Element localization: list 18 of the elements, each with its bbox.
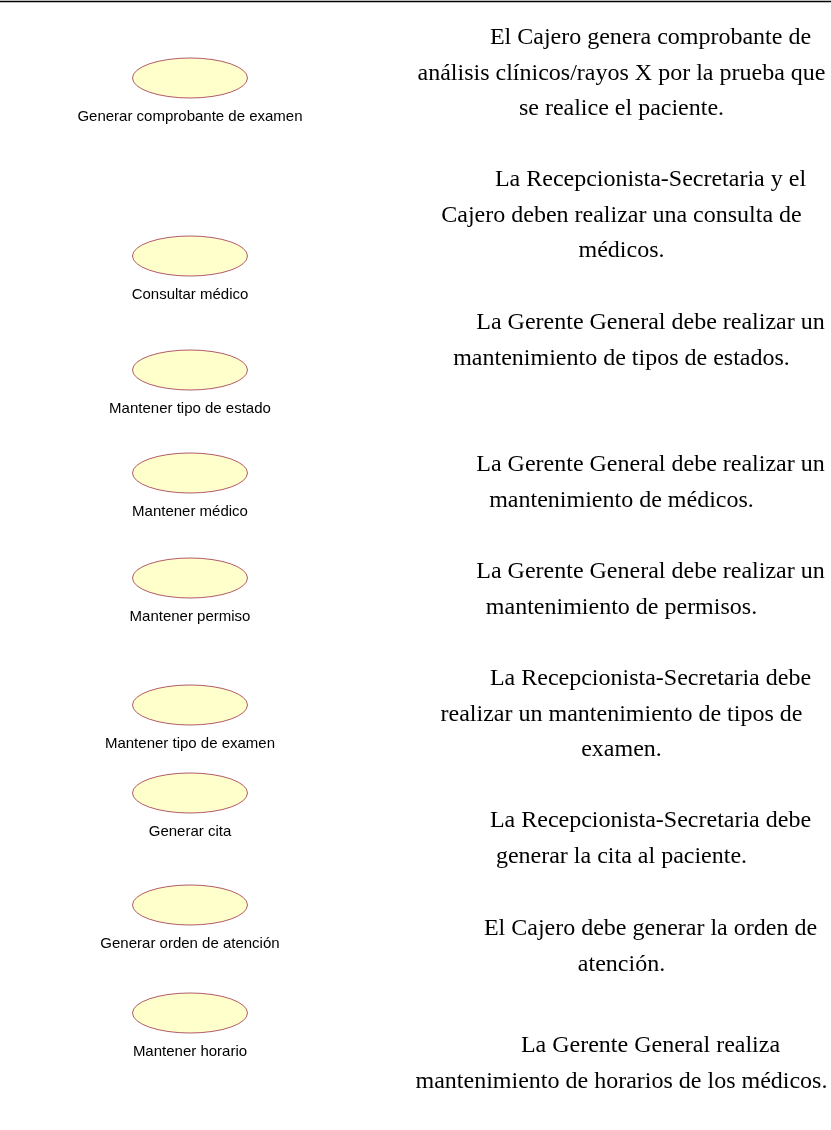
description-text: La Gerente General debe realizar un mantenimiento de médicos. bbox=[475, 449, 826, 514]
description-text: La Recepcionista-Secretaria y el Cajero deben realizar una consulta de médicos. bbox=[440, 164, 808, 264]
description-text: El Cajero debe generar la orden de atención. bbox=[482, 913, 819, 978]
description-text: La Gerente General realiza mantenimiento de horarios de los médicos. bbox=[414, 1030, 829, 1095]
use-case-label: Generar orden de atención bbox=[99, 934, 281, 952]
description-text: La Recepcionista-Secretaria debe generar la cita al paciente. bbox=[488, 805, 813, 870]
use-case-label: Consultar médico bbox=[130, 285, 250, 303]
use-case-label: Mantener horario bbox=[131, 1042, 249, 1060]
description-text: El Cajero genera comprobante de análisis clínicos/rayos X por la prueba que se realice el paciente. bbox=[416, 22, 827, 122]
use-case-label: Generar comprobante de examen bbox=[76, 107, 304, 125]
description-text: La Recepcionista-Secretaria debe realizar un mantenimiento de tipos de examen. bbox=[439, 663, 813, 763]
use-case-label: Mantener tipo de estado bbox=[108, 399, 272, 417]
use-case-label: Mantener permiso bbox=[128, 607, 252, 625]
description-text: La Gerente General debe realizar un mantenimiento de tipos de estados. bbox=[452, 307, 826, 372]
use-case-label: Generar cita bbox=[147, 822, 233, 840]
description-text: La Gerente General debe realizar un mantenimiento de permisos. bbox=[475, 556, 826, 621]
use-case-label: Mantener médico bbox=[131, 502, 249, 520]
use-case-label: Mantener tipo de examen bbox=[103, 734, 277, 752]
